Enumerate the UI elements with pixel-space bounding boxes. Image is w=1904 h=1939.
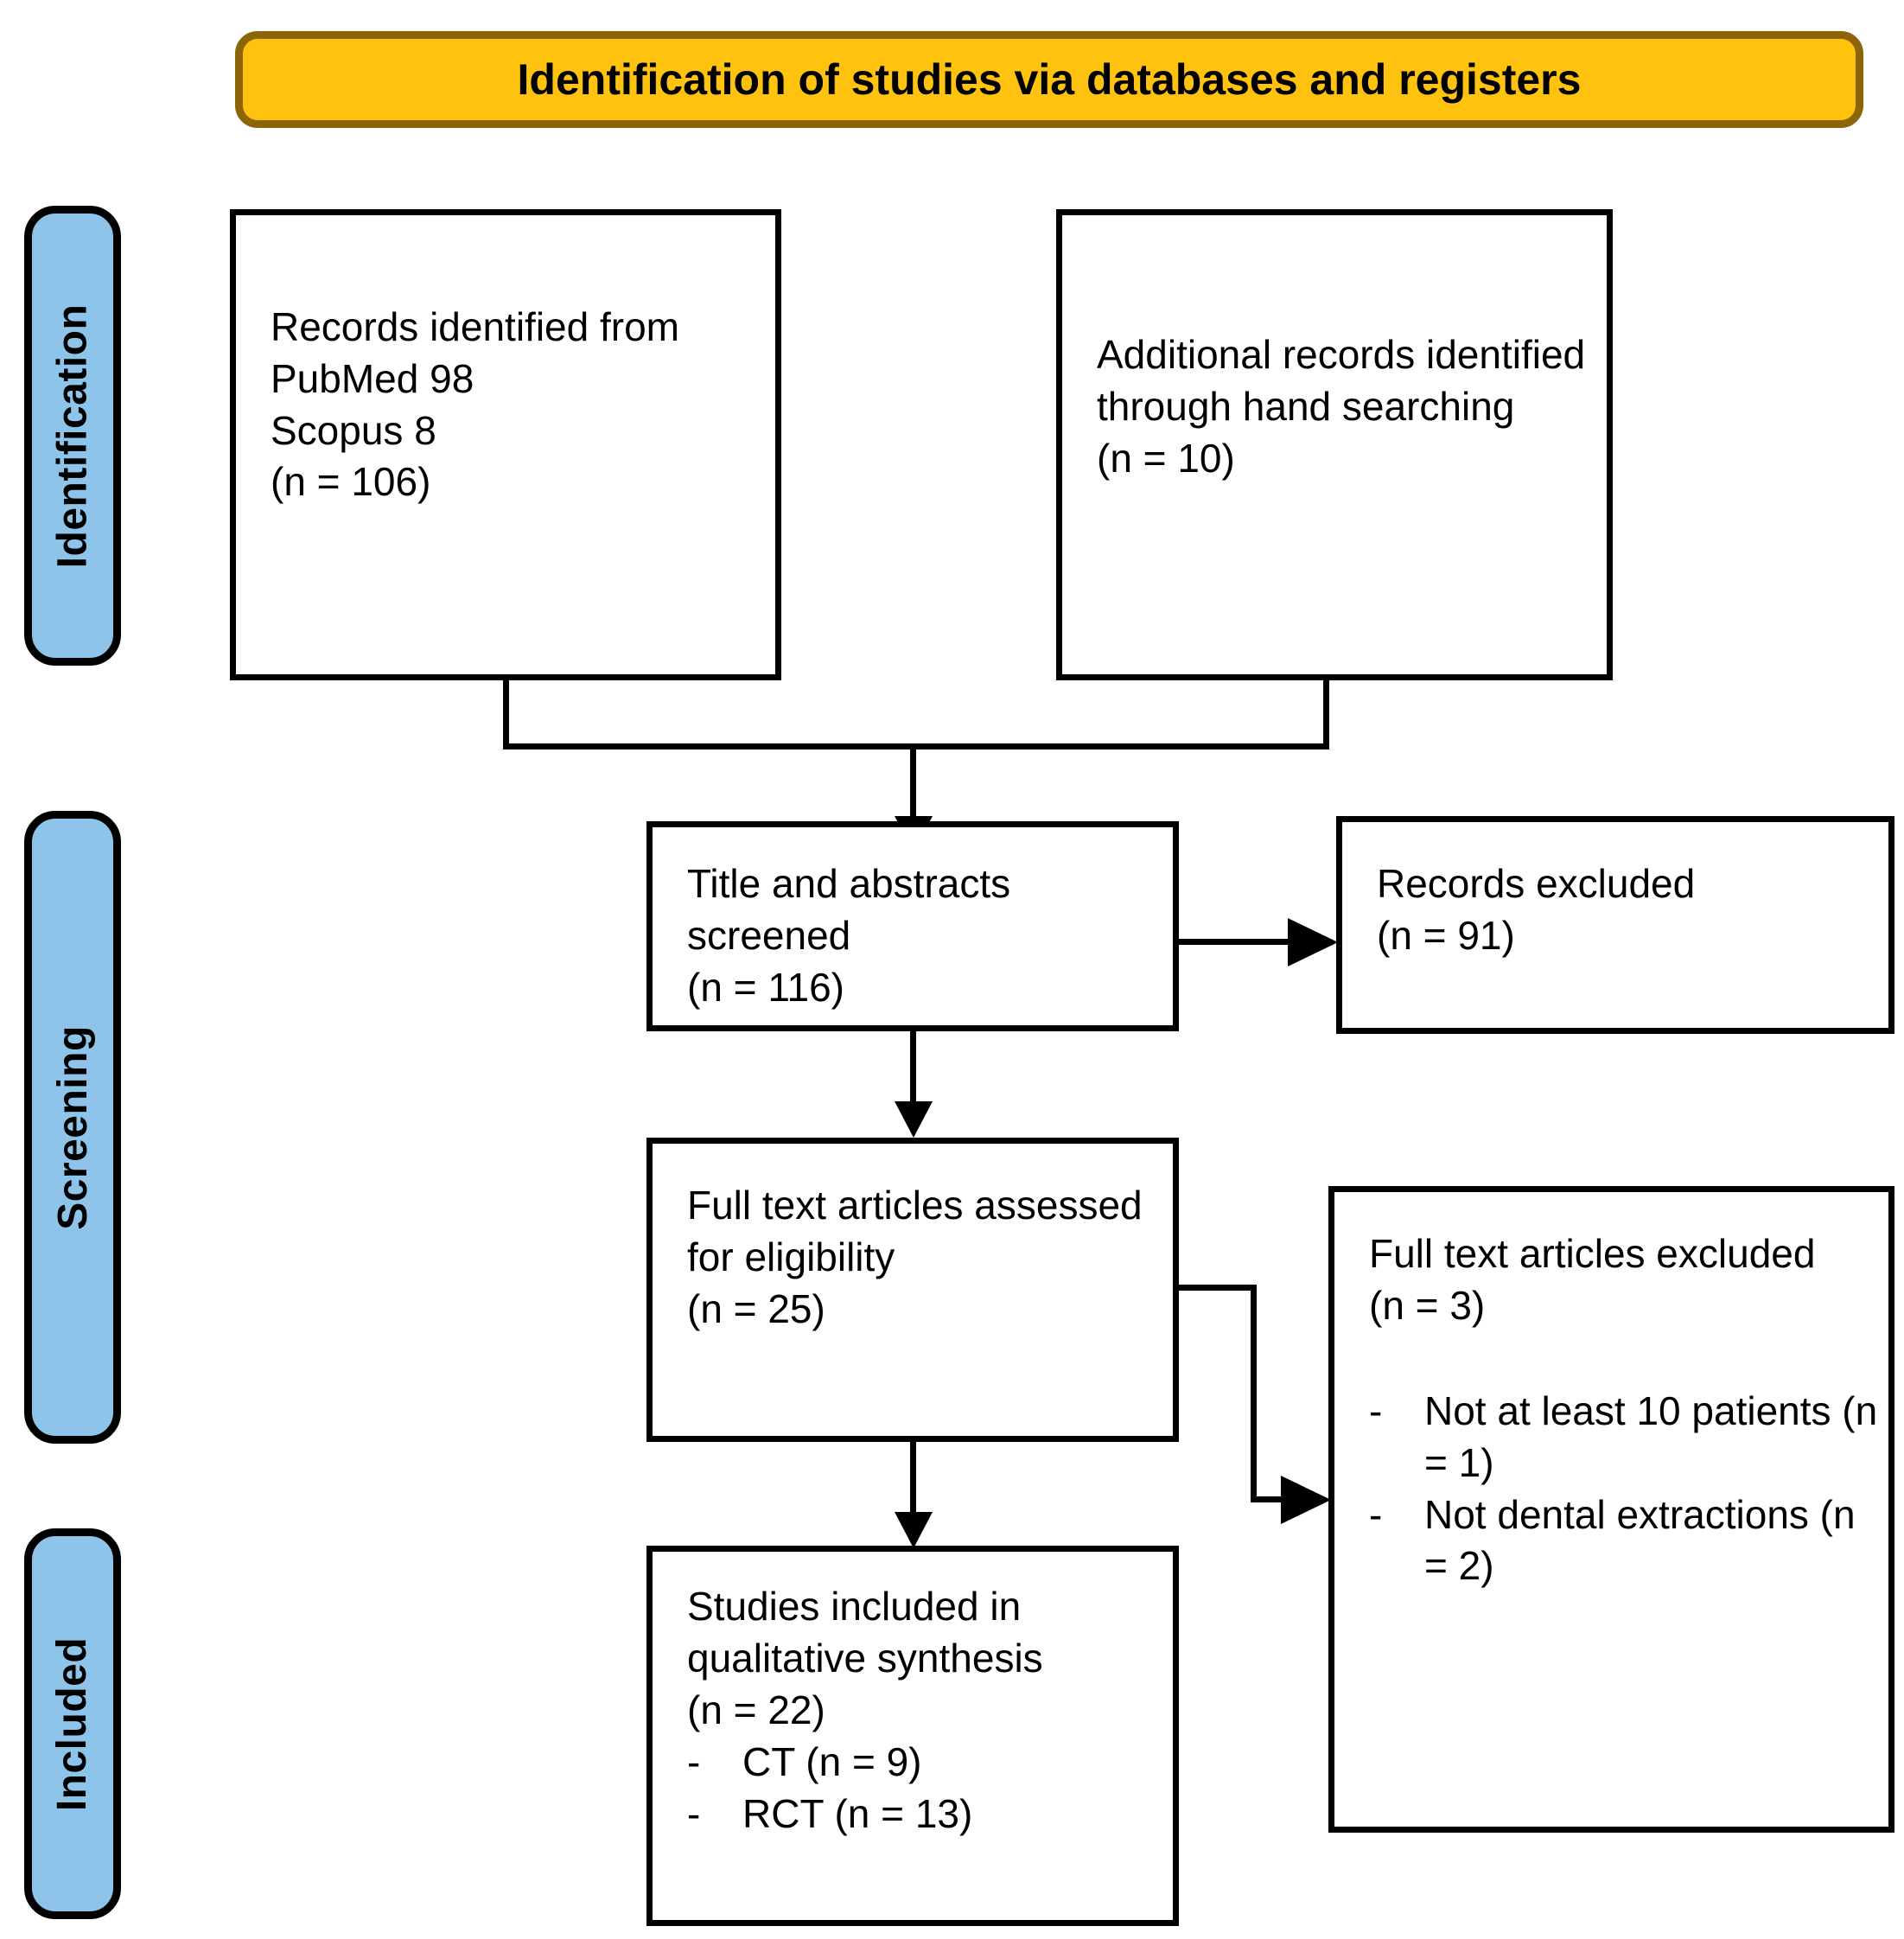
list-item-text: RCT (n = 13) <box>742 1790 973 1836</box>
box-additional-records: Additional records identified through ha… <box>1056 209 1613 680</box>
bullet-dash-icon: - <box>1369 1388 1383 1433</box>
box-records-identified-text: Records identified from PubMed 98 Scopus… <box>271 304 679 505</box>
list-item-text: Not at least 10 patients (n = 1) <box>1424 1388 1878 1485</box>
connector-eligibility-elbow-top <box>1179 1285 1257 1291</box>
connector-merge-bar <box>503 743 1329 749</box>
arrow-to-eligibility <box>895 1101 933 1138</box>
box-fulltext-excluded-heading: Full text articles excluded (n = 3) <box>1369 1231 1816 1328</box>
bullet-dash-icon: - <box>687 1739 701 1784</box>
banner-title: Identification of studies via databases … <box>517 55 1582 104</box>
box-fulltext-excluded-bullets: - Not at least 10 patients (n = 1) - Not… <box>1369 1386 1880 1592</box>
box-studies-included: Studies included in qualitative synthesi… <box>646 1546 1179 1926</box>
list-item: - Not dental extractions (n = 2) <box>1369 1489 1880 1593</box>
list-item: - Not at least 10 patients (n = 1) <box>1369 1386 1880 1489</box>
connector-screened-to-excluded <box>1179 939 1291 945</box>
list-item-text: CT (n = 9) <box>742 1739 922 1784</box>
box-fulltext-assessed-text: Full text articles assessed for eligibil… <box>687 1183 1143 1331</box>
box-records-excluded: Records excluded (n = 91) <box>1336 816 1894 1034</box>
connector-drop-right <box>1323 680 1329 749</box>
box-studies-included-heading: Studies included in qualitative synthesi… <box>687 1584 1043 1732</box>
arrow-to-included <box>895 1512 933 1548</box>
arrow-to-fulltext-excluded <box>1281 1476 1331 1524</box>
connector-drop-left <box>503 680 509 749</box>
stage-label-identification-text: Identification <box>49 303 96 568</box>
box-records-identified: Records identified from PubMed 98 Scopus… <box>230 209 781 680</box>
list-item-text: Not dental extractions (n = 2) <box>1424 1491 1856 1589</box>
connector-eligibility-elbow-vertical <box>1251 1285 1257 1502</box>
box-additional-records-text: Additional records identified through ha… <box>1097 332 1586 481</box>
stage-label-included-text: Included <box>49 1636 96 1811</box>
list-item: - RCT (n = 13) <box>687 1789 1164 1840</box>
connector-eligibility-to-included <box>910 1442 916 1518</box>
arrow-to-records-excluded <box>1288 918 1338 966</box>
box-studies-included-bullets: - CT (n = 9) - RCT (n = 13) <box>687 1737 1164 1840</box>
bullet-dash-icon: - <box>1369 1491 1383 1537</box>
box-fulltext-assessed: Full text articles assessed for eligibil… <box>646 1138 1179 1442</box>
bullet-dash-icon: - <box>687 1790 701 1836</box>
stage-label-identification: Identification <box>24 206 121 666</box>
connector-eligibility-elbow-bottom <box>1251 1496 1302 1502</box>
connector-screened-to-eligibility <box>910 1031 916 1107</box>
connector-merge-stem <box>910 743 916 821</box>
stage-label-screening-text: Screening <box>49 1024 96 1230</box>
stage-label-included: Included <box>24 1528 121 1919</box>
box-title-abstracts-screened: Title and abstracts screened (n = 116) <box>646 821 1179 1031</box>
list-item: - CT (n = 9) <box>687 1737 1164 1789</box>
header-banner: Identification of studies via databases … <box>235 31 1863 128</box>
box-fulltext-excluded: Full text articles excluded (n = 3) - No… <box>1328 1186 1894 1833</box>
box-title-abstracts-screened-text: Title and abstracts screened (n = 116) <box>687 861 1011 1010</box>
stage-label-screening: Screening <box>24 811 121 1444</box>
box-records-excluded-text: Records excluded (n = 91) <box>1377 861 1696 958</box>
